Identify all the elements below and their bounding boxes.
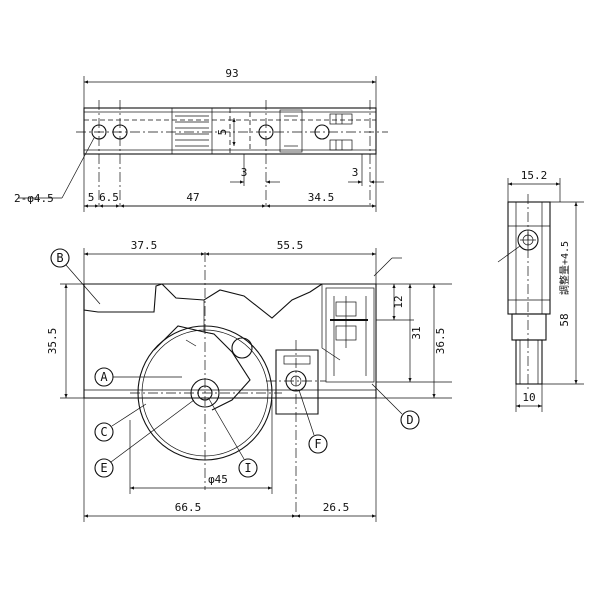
callout-i: I bbox=[208, 398, 258, 478]
dim-side-height: 58 bbox=[558, 313, 571, 326]
dim-height-36-5: 36.5 bbox=[434, 328, 447, 355]
hole-spec-label: 2-φ4.5 bbox=[14, 192, 54, 205]
mechanism-d bbox=[325, 287, 375, 383]
callout-c: C bbox=[94, 403, 147, 442]
dim-offset-right: 3 bbox=[352, 166, 359, 179]
dim-width-left: 37.5 bbox=[131, 239, 158, 252]
adjust-screw bbox=[231, 337, 253, 359]
top-view: 93 5 3 3 5 6.5 47 34.5 2-φ4.5 bbox=[14, 67, 388, 212]
dim-bottom-left: 66.5 bbox=[175, 501, 202, 514]
housing-b bbox=[83, 283, 163, 313]
side-view-body bbox=[507, 201, 551, 315]
dim-bottom-right: 26.5 bbox=[323, 501, 350, 514]
dim-side-width-top: 15.2 bbox=[521, 169, 548, 182]
dim-height-31: 31 bbox=[410, 326, 423, 339]
svg-text:C: C bbox=[100, 425, 107, 439]
svg-text:D: D bbox=[406, 413, 413, 427]
wheel-cover-a bbox=[153, 325, 251, 411]
svg-text:B: B bbox=[56, 251, 63, 265]
dim-bottom-3: 47 bbox=[186, 191, 199, 204]
side-view-stem bbox=[515, 339, 543, 385]
dim-side-width-bottom: 10 bbox=[522, 391, 535, 404]
svg-text:I: I bbox=[244, 461, 251, 475]
callout-f: F bbox=[298, 389, 328, 454]
svg-text:F: F bbox=[314, 437, 321, 451]
dim-bottom-1: 5 bbox=[88, 191, 95, 204]
top-view-slider bbox=[171, 107, 213, 155]
svg-text:E: E bbox=[100, 461, 107, 475]
svg-text:A: A bbox=[100, 370, 108, 384]
side-view: 15.2 58 調整量+4.5 10 bbox=[497, 169, 584, 412]
dim-width-right: 55.5 bbox=[277, 239, 304, 252]
dim-height-12: 12 bbox=[392, 295, 405, 308]
dim-bottom-4: 34.5 bbox=[308, 191, 335, 204]
callout-d: D bbox=[371, 383, 420, 430]
dim-overall-width: 93 bbox=[225, 67, 238, 80]
front-view-body bbox=[83, 283, 377, 399]
dim-height-left: 35.5 bbox=[46, 328, 59, 355]
dim-offset-left: 3 bbox=[241, 166, 248, 179]
top-view-body bbox=[83, 107, 377, 155]
dim-wheel-diameter: φ45 bbox=[208, 473, 228, 486]
side-height-note: 調整量+4.5 bbox=[558, 241, 571, 295]
dim-bottom-2: 6.5 bbox=[99, 191, 119, 204]
callout-e: E bbox=[94, 399, 195, 478]
callout-a: A bbox=[94, 367, 182, 387]
front-view: 37.5 55.5 35.5 12 31 36.5 φ45 66.5 26.5 bbox=[46, 239, 452, 522]
dim-slot-width: 5 bbox=[216, 129, 229, 136]
callout-b: B bbox=[50, 248, 101, 305]
